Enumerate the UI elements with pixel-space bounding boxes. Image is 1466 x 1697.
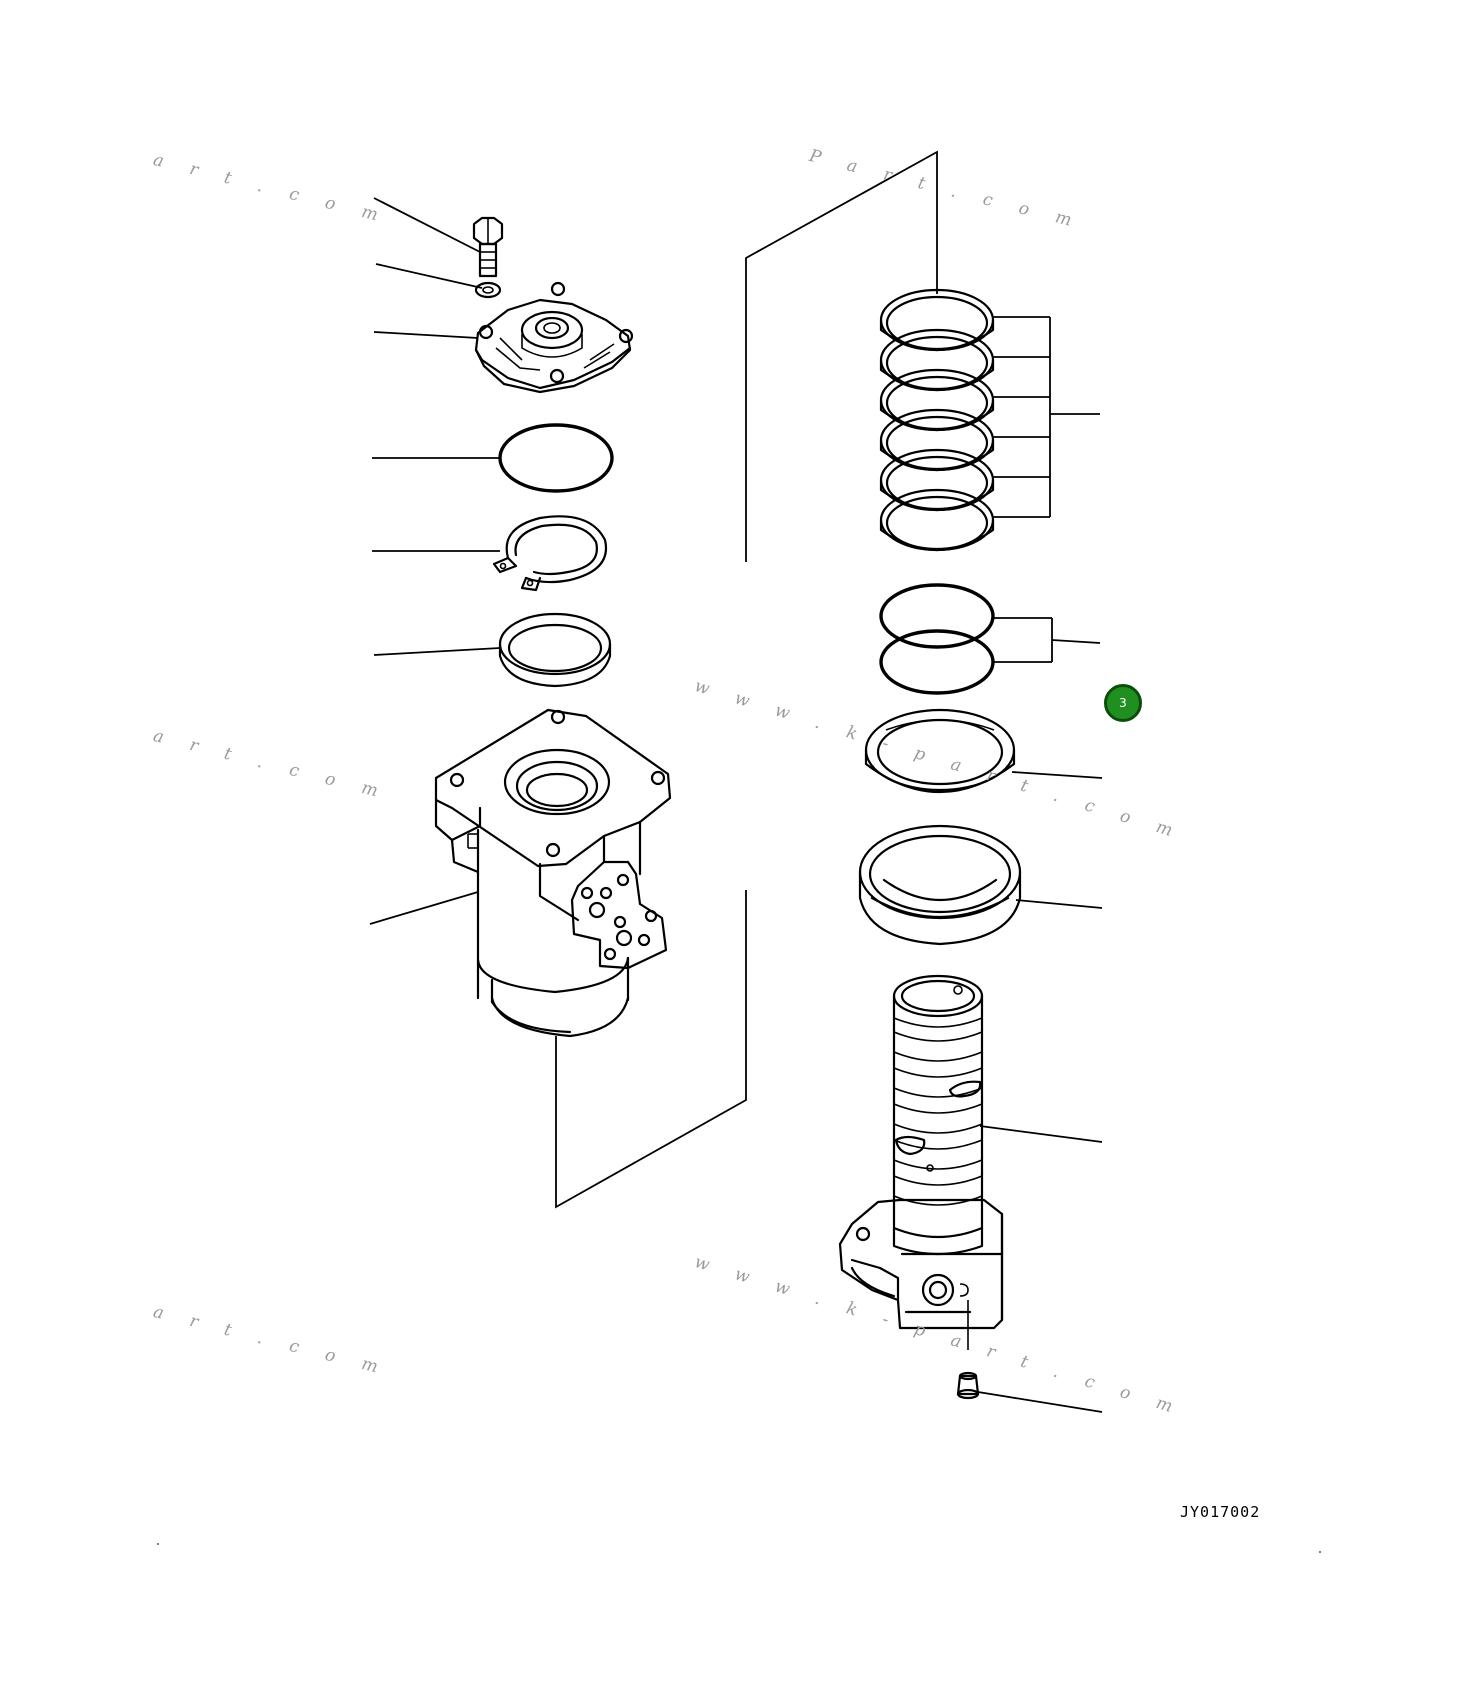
seal-ring-leader <box>1011 771 1103 779</box>
stray-dot <box>157 1543 159 1545</box>
leader-lines-left <box>369 150 938 1209</box>
dust-seal-leader <box>1015 899 1103 909</box>
stray-dot <box>1319 1551 1321 1553</box>
snap-ring-part <box>492 515 608 592</box>
cover-part <box>474 281 634 394</box>
washer-part <box>474 281 502 299</box>
seal-ring-part <box>864 708 1016 794</box>
plug-part <box>956 1300 980 1400</box>
o-ring-part <box>498 423 614 493</box>
shaft-part <box>838 974 1004 1330</box>
slipper-seals-leader <box>993 316 1100 518</box>
drawing-code-label: JY017002 <box>1180 1503 1261 1521</box>
ring-part <box>498 612 612 688</box>
slipper-seals-part <box>879 288 995 552</box>
plug-leader <box>977 1391 1103 1413</box>
dust-seal-part <box>858 824 1022 946</box>
bolt-part <box>472 216 504 278</box>
part-callout-marker[interactable]: 3 <box>1104 684 1142 722</box>
shaft-leader <box>979 1125 1103 1143</box>
o-ring-pair-part <box>879 583 995 695</box>
swivel-body-part <box>434 708 672 1038</box>
o-ring-pair-leader <box>993 617 1101 663</box>
